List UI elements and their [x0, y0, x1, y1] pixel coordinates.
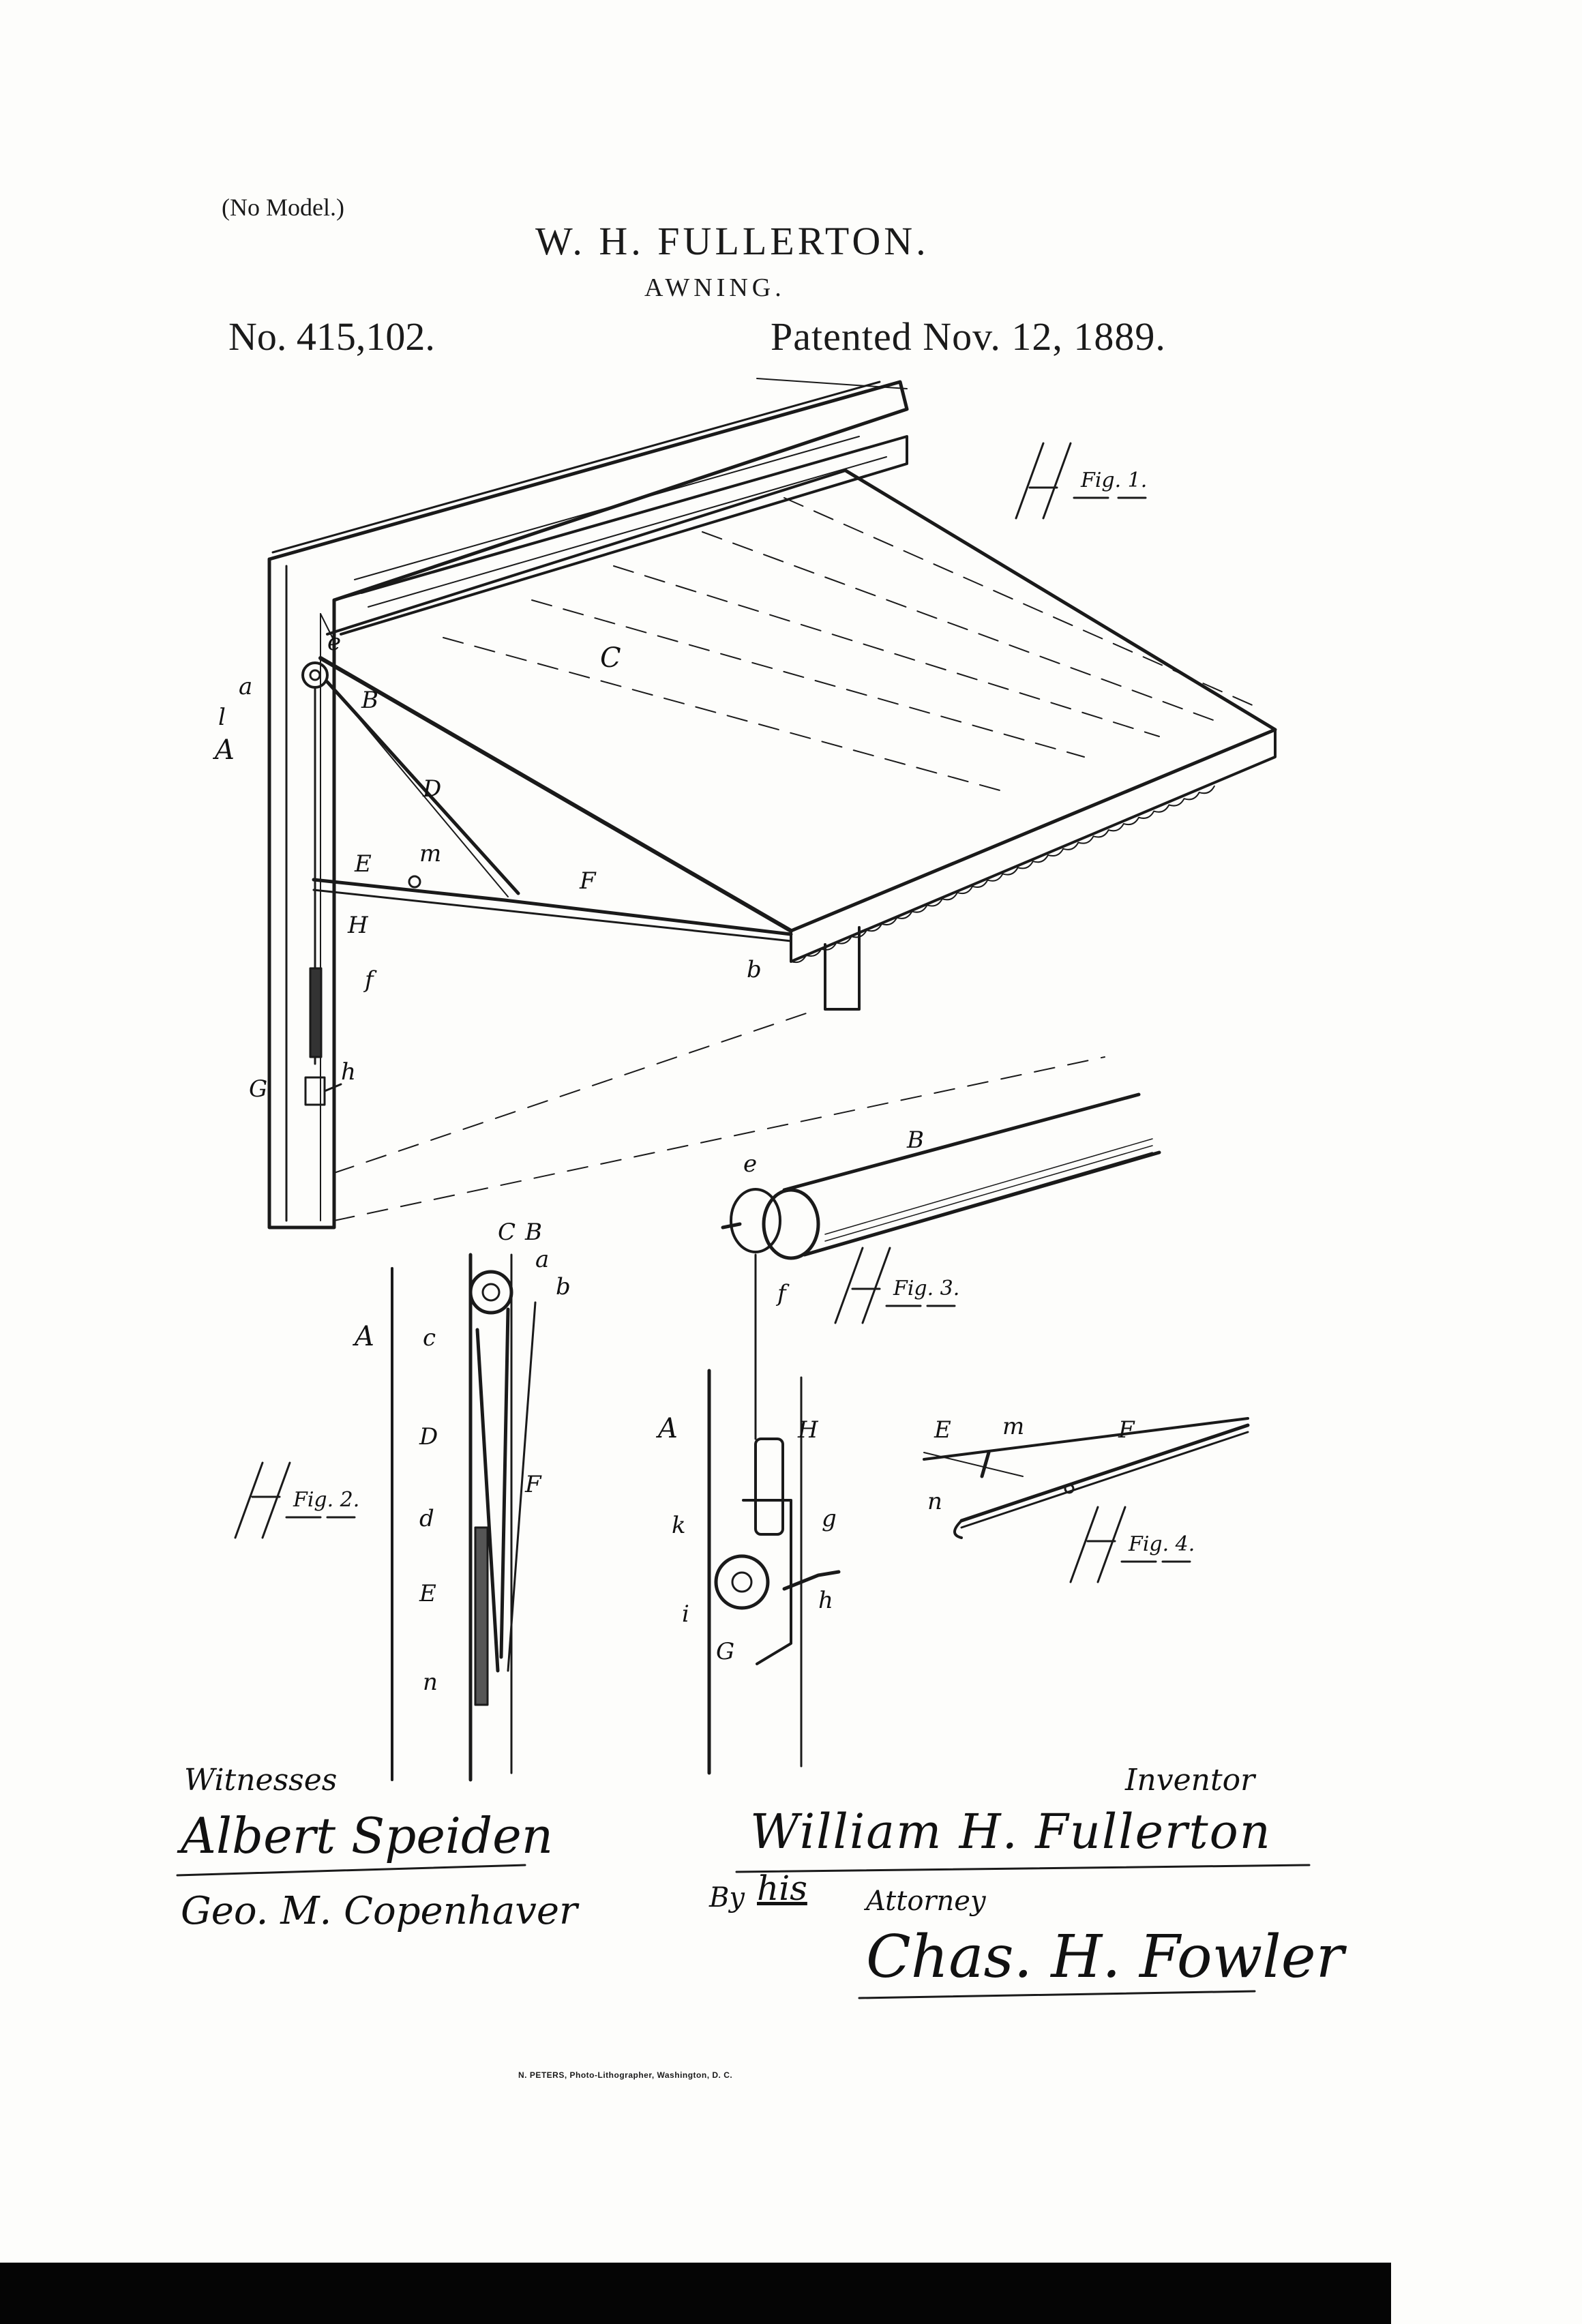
fig3-label-f: f	[777, 1282, 786, 1305]
fig4-label-e: E	[934, 1418, 951, 1442]
fig1-caption: Fig. 1.	[1081, 471, 1147, 491]
witness-2-signature: Geo. M. Copenhaver	[181, 1889, 578, 1933]
fig1-label-l: l	[218, 706, 226, 729]
fig1-label-m: m	[419, 842, 441, 865]
fig3-label-h: H	[798, 1418, 818, 1442]
by-label: By	[709, 1882, 745, 1913]
fig2-label-c-small: c	[423, 1326, 436, 1350]
fig3-label-e: e	[743, 1152, 757, 1176]
fig4-label-m: m	[1002, 1415, 1024, 1438]
fig3-label-h-handle: h	[818, 1589, 833, 1612]
attorney-signature: Chas. H. Fowler	[866, 1923, 1344, 1991]
fig4-label-n: n	[927, 1490, 942, 1513]
fig4-label-f: F	[1118, 1418, 1135, 1442]
fig2-caption: Fig. 2.	[293, 1490, 359, 1510]
fig1-label-e-arm: E	[355, 852, 372, 876]
fig2-label-e: E	[419, 1582, 436, 1605]
fig1-label-f-arm: F	[580, 869, 596, 893]
fig3-caption: Fig. 3.	[893, 1279, 959, 1299]
fig3-label-g: g	[822, 1507, 837, 1530]
fig2-bracket-detail	[392, 1255, 535, 1780]
fig1-label-f-cord: f	[365, 968, 374, 992]
fig2-label-d-small: d	[419, 1507, 434, 1530]
fig2-label-n: n	[423, 1671, 438, 1694]
his-label: his	[757, 1868, 807, 1908]
fig1-label-g: G	[249, 1077, 267, 1101]
fig2-label-b-small: b	[556, 1275, 571, 1298]
attorney-label: Attorney	[866, 1886, 986, 1917]
inventor-label: Inventor	[1125, 1763, 1255, 1798]
fig2-label-a: a	[535, 1248, 549, 1271]
fig2-label-b: B	[525, 1221, 542, 1244]
fig1-label-d: D	[423, 777, 441, 801]
fig2-label-a-post: A	[355, 1323, 374, 1350]
fig1-label-a-post: A	[215, 736, 235, 764]
fig1-label-e: e	[327, 631, 341, 654]
scan-edge-band	[0, 2263, 1391, 2324]
fig1-label-c-canvas: C	[600, 644, 621, 672]
fig2-label-f: F	[525, 1473, 541, 1496]
inventor-signature: William H. Fullerton	[750, 1804, 1272, 1860]
witness-1-signature: Albert Speiden	[181, 1807, 553, 1864]
fig1-label-a: a	[239, 675, 252, 698]
witnesses-label: Witnesses	[184, 1763, 337, 1798]
fig2-label-c: C	[498, 1221, 516, 1244]
fig2-label-d: D	[419, 1425, 438, 1448]
fig3-label-g-ratchet: G	[716, 1640, 734, 1663]
fig3-label-a-post: A	[658, 1415, 678, 1442]
fig4-caption: Fig. 4.	[1129, 1534, 1195, 1555]
fig1-label-b-roller: B	[361, 689, 378, 712]
fig1-label-h-handle: h	[341, 1060, 356, 1084]
fig4-arm-detail	[924, 1418, 1248, 1538]
fig3-label-k: k	[672, 1514, 686, 1537]
printer-credit: N. PETERS, Photo-Lithographer, Washingto…	[518, 2070, 732, 2080]
figure-captions	[235, 443, 1190, 1582]
fig1-label-h: H	[348, 914, 368, 937]
fig3-label-b: B	[907, 1129, 924, 1152]
fig1-label-b: b	[747, 958, 762, 981]
fig3-label-i: i	[682, 1603, 689, 1626]
